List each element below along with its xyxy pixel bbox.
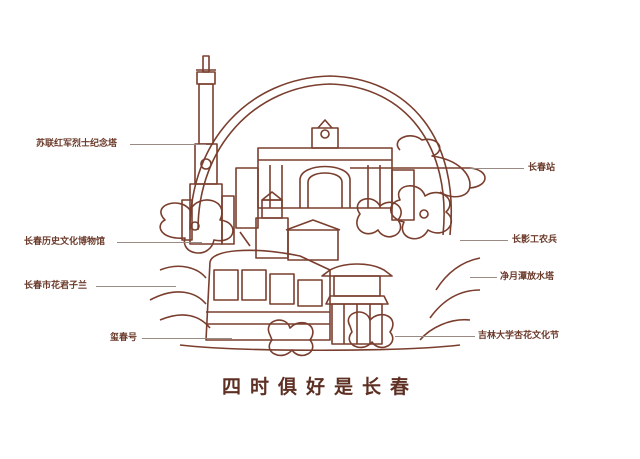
leader-line <box>130 144 206 145</box>
changchun-station <box>235 119 415 229</box>
leader-line <box>142 338 232 339</box>
history-museum <box>255 191 341 261</box>
label-martyrs-tower: 苏联红军烈士纪念塔 <box>36 139 118 149</box>
flowers <box>149 185 481 357</box>
arch-outline <box>189 75 452 236</box>
leader-line <box>470 277 497 278</box>
label-city-flower: 长春市花君子兰 <box>24 281 88 291</box>
leader-line <box>96 286 176 287</box>
leader-line <box>470 168 524 169</box>
leader-line <box>460 240 508 241</box>
label-film-studio: 长影工农兵 <box>512 235 558 245</box>
poster-title: 四时俱好是长春 <box>221 376 418 398</box>
jingyuetan-water-tower <box>321 263 393 345</box>
leader-line <box>395 336 475 337</box>
label-jilin-univ-festival: 吉林大学杏花文化节 <box>478 331 560 341</box>
label-jingyuetan-tower: 净月潭放水塔 <box>500 272 555 282</box>
label-history-museum: 长春历史文化博物馆 <box>24 237 106 247</box>
label-xichun-tram: 玺春号 <box>110 333 138 343</box>
xichun-tram <box>205 231 331 341</box>
cloud-swirl <box>396 135 471 198</box>
leader-line <box>117 242 202 243</box>
label-changchun-station: 长春站 <box>528 163 556 173</box>
arch-inner-outline <box>197 83 445 236</box>
